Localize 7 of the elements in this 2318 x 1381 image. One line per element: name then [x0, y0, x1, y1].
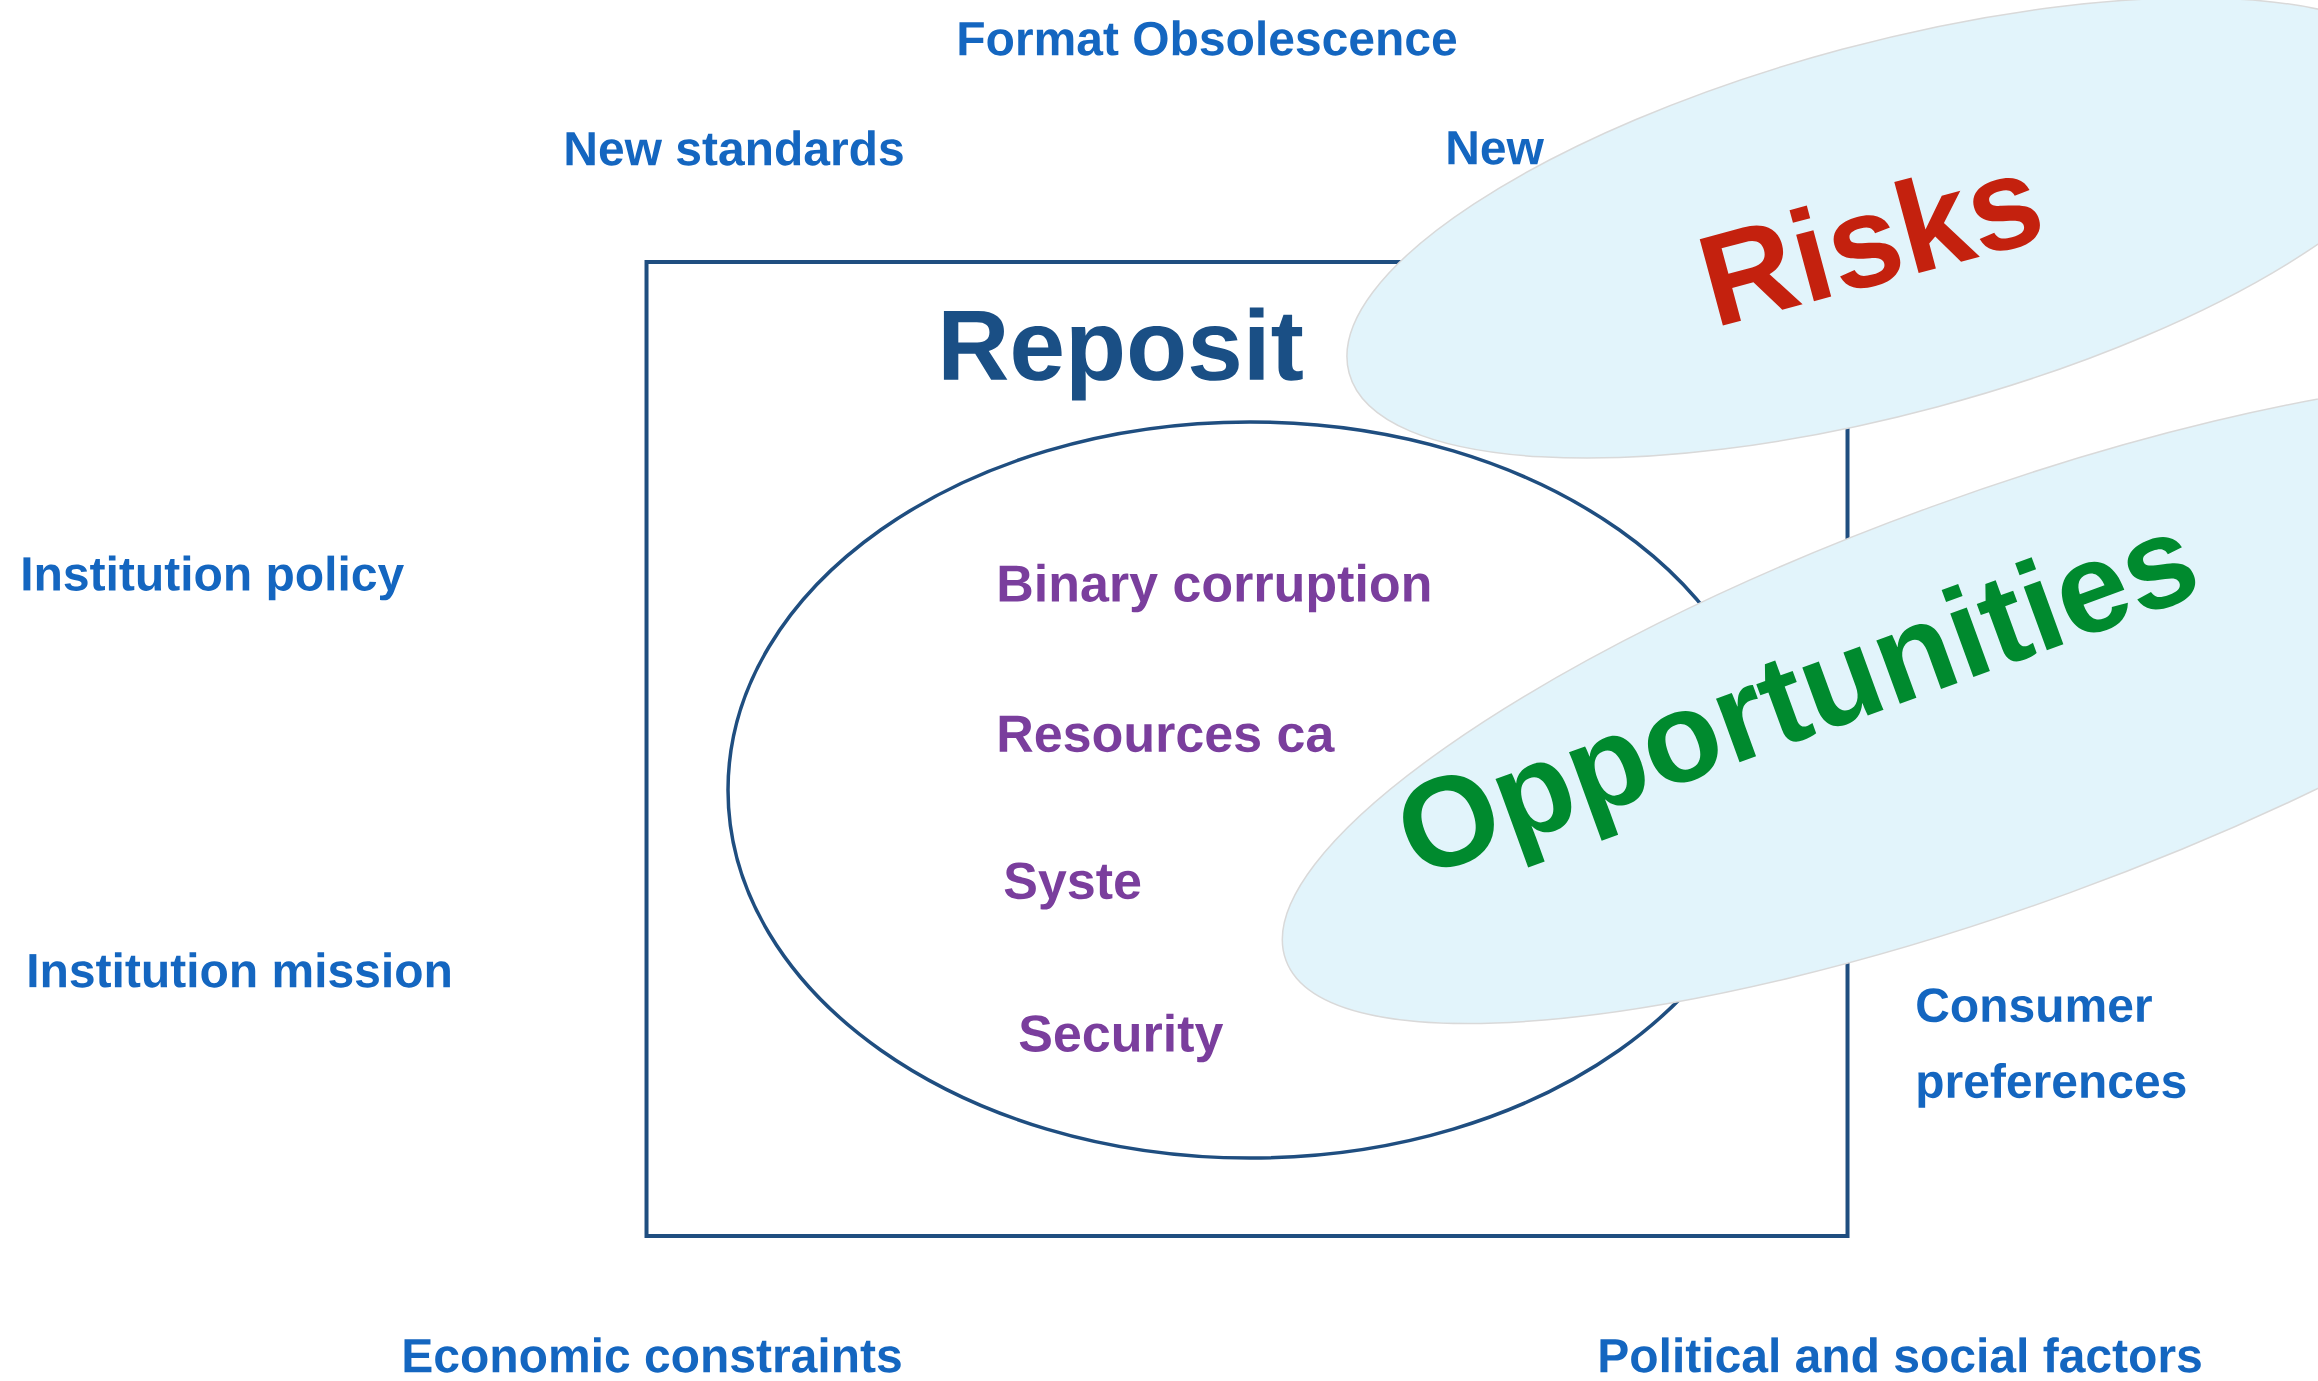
factor-label: New standards — [566, 130, 903, 166]
factor-label: New — [1448, 131, 1544, 165]
factor-label: Political and social factors — [1600, 1337, 2201, 1373]
factor-label: Institution policy — [23, 555, 404, 601]
factor-label: Institution mission — [29, 952, 450, 988]
factor-label: Consumer preferences — [1917, 988, 2186, 1108]
factor-label: Economic constraints — [404, 1337, 901, 1373]
